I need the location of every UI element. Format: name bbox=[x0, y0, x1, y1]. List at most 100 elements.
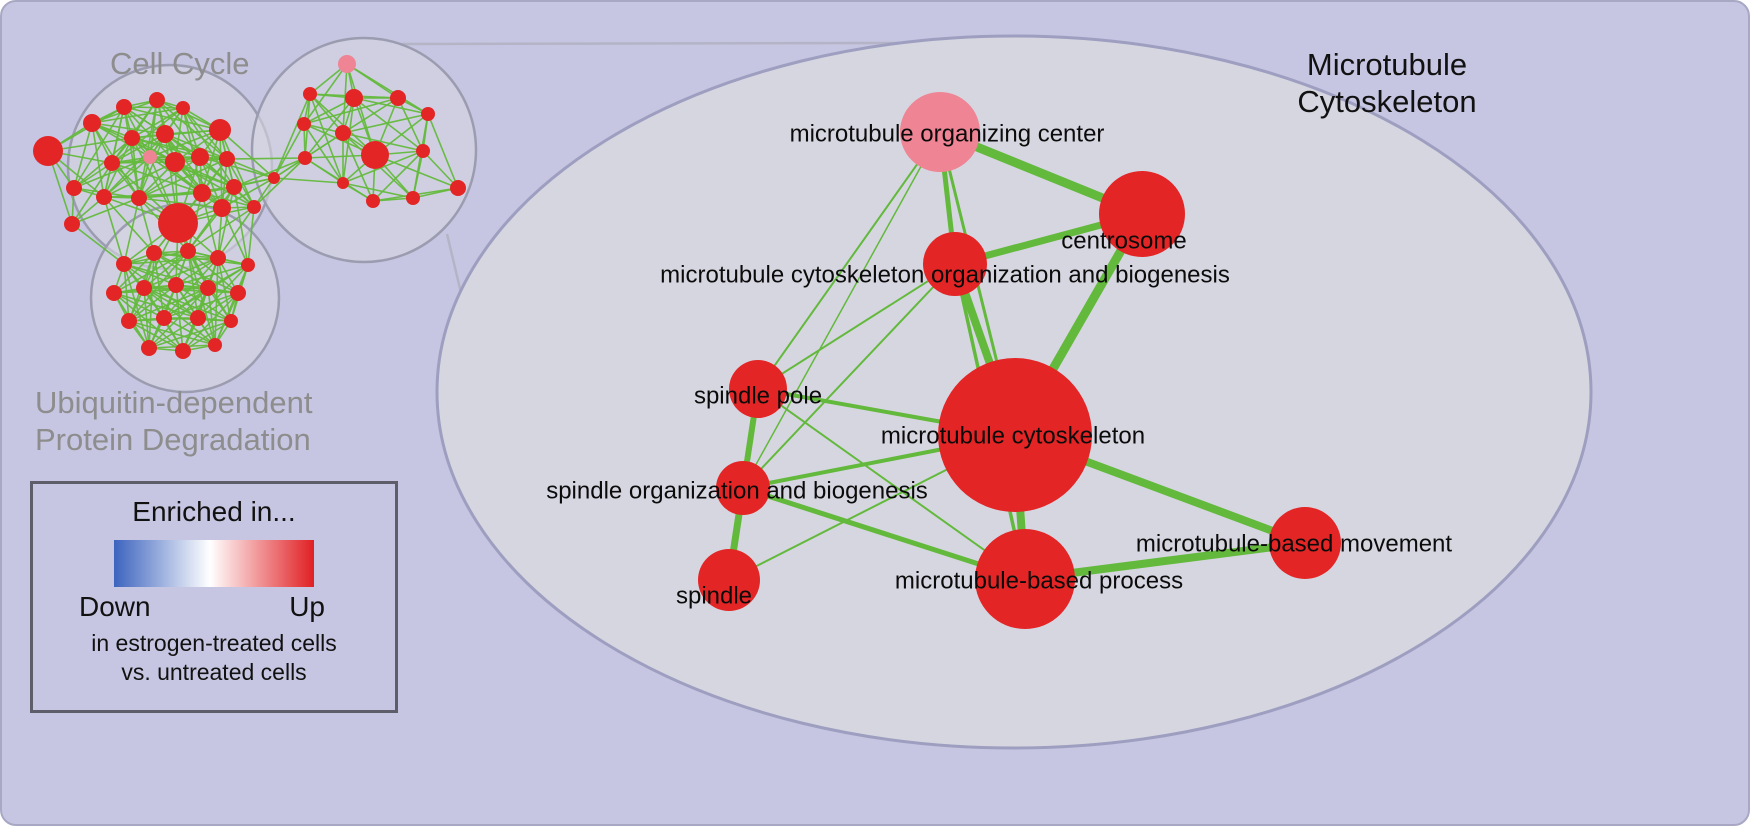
overview-edge bbox=[138, 158, 228, 199]
overview-edge bbox=[143, 287, 150, 349]
detail-title-line2: Cytoskeleton bbox=[1297, 84, 1477, 119]
overview-edge bbox=[187, 250, 216, 346]
overview-edge bbox=[374, 154, 459, 189]
overview-node bbox=[191, 148, 209, 166]
overview-edge bbox=[73, 122, 93, 189]
overview-edge bbox=[73, 137, 133, 189]
overview-node bbox=[83, 114, 101, 132]
node-so bbox=[716, 461, 770, 515]
node-label-mc: microtubule cytoskeleton bbox=[881, 422, 1145, 449]
node-label-mcob: microtubule cytoskeleton organization an… bbox=[660, 261, 1230, 288]
overview-edge bbox=[153, 252, 249, 266]
overview-edge bbox=[138, 133, 166, 199]
overview-node bbox=[141, 340, 157, 356]
overview-node bbox=[450, 180, 466, 196]
overview-node bbox=[416, 144, 430, 158]
overview-edge bbox=[71, 197, 140, 225]
overview-edge bbox=[217, 206, 255, 259]
overview-node bbox=[335, 125, 351, 141]
overview-edge bbox=[346, 63, 429, 115]
overview-node bbox=[224, 314, 238, 328]
overview-node bbox=[176, 101, 190, 115]
overview-edge bbox=[138, 197, 223, 209]
overview-node bbox=[165, 152, 185, 172]
node-spindle bbox=[698, 549, 760, 611]
overview-edge bbox=[273, 93, 311, 179]
node-label-cen: centrosome bbox=[1061, 227, 1186, 254]
edge-sp-mbp bbox=[757, 388, 1026, 580]
overview-node bbox=[337, 177, 349, 189]
cluster-label-ubiquitin-line1: Ubiquitin-dependent bbox=[35, 385, 313, 420]
node-cen bbox=[1099, 171, 1185, 257]
legend-up-label: Up bbox=[289, 591, 325, 622]
overview-node bbox=[104, 155, 120, 171]
overview-node bbox=[131, 190, 147, 206]
overview-edge bbox=[131, 137, 228, 160]
overview-edge bbox=[113, 252, 155, 294]
overview-edge bbox=[342, 97, 355, 184]
overview-node bbox=[210, 250, 226, 266]
overview-edge bbox=[219, 129, 255, 208]
overview-edge bbox=[111, 162, 203, 194]
overview-edge bbox=[342, 63, 348, 134]
overview-edge bbox=[187, 206, 255, 252]
node-mcob bbox=[923, 232, 987, 296]
overview-edge bbox=[103, 133, 166, 198]
overview-edge bbox=[201, 192, 219, 259]
overview-edge bbox=[143, 287, 239, 294]
node-moc bbox=[900, 92, 980, 172]
overview-edge bbox=[103, 161, 176, 198]
cluster-label-cell-cycle: Cell Cycle bbox=[110, 46, 250, 81]
legend-endpoints: Down Up bbox=[33, 587, 395, 623]
overview-edge bbox=[219, 129, 275, 179]
overview-node bbox=[124, 130, 140, 146]
overview-node bbox=[143, 150, 157, 164]
node-label-moc: microtubule organizing center bbox=[790, 120, 1105, 147]
cluster-label-ubiquitin-line2: Protein Degradation bbox=[35, 422, 311, 457]
overview-edge bbox=[303, 123, 344, 184]
overview-edge bbox=[182, 107, 228, 160]
overview-node bbox=[268, 172, 280, 184]
legend-caption-line1: in estrogen-treated cells bbox=[91, 630, 337, 656]
node-mc bbox=[938, 358, 1092, 512]
overview-edge bbox=[342, 97, 399, 134]
overview-edge bbox=[273, 123, 305, 179]
overview-edge bbox=[148, 317, 199, 349]
overview-edge bbox=[273, 177, 344, 184]
overview-edge bbox=[372, 150, 424, 202]
overview-edge bbox=[113, 250, 189, 294]
overview-edge bbox=[123, 263, 177, 286]
overview-edge bbox=[128, 287, 209, 322]
overview-edge bbox=[309, 93, 344, 134]
overview-node bbox=[121, 313, 137, 329]
overview-edge bbox=[163, 287, 209, 319]
overview-node bbox=[345, 89, 363, 107]
overview-edge bbox=[175, 257, 219, 286]
overview-edge bbox=[128, 284, 177, 322]
overview-edge bbox=[412, 150, 424, 199]
overview-node bbox=[96, 189, 112, 205]
overview-node bbox=[116, 256, 132, 272]
overview-node bbox=[421, 107, 435, 121]
overview-edge bbox=[427, 113, 459, 189]
overview-edge bbox=[163, 292, 239, 319]
overview-edge bbox=[143, 257, 219, 289]
overview-edge bbox=[247, 206, 255, 266]
overview-edge bbox=[123, 197, 140, 265]
node-label-spindle: spindle bbox=[676, 582, 752, 609]
overview-edge bbox=[303, 97, 355, 125]
overview-edge bbox=[226, 158, 275, 179]
node-mbp bbox=[975, 529, 1075, 629]
overview-edge bbox=[217, 186, 235, 259]
overview-node bbox=[208, 338, 222, 352]
overview-edge bbox=[309, 93, 376, 156]
overview-node bbox=[66, 180, 82, 196]
overview-node bbox=[136, 280, 152, 296]
legend-down-label: Down bbox=[79, 591, 151, 622]
overview-node bbox=[193, 184, 211, 202]
overview-edge bbox=[353, 97, 429, 115]
zoom-connector-line bbox=[401, 41, 901, 46]
edge-mcob-sp bbox=[757, 263, 956, 390]
